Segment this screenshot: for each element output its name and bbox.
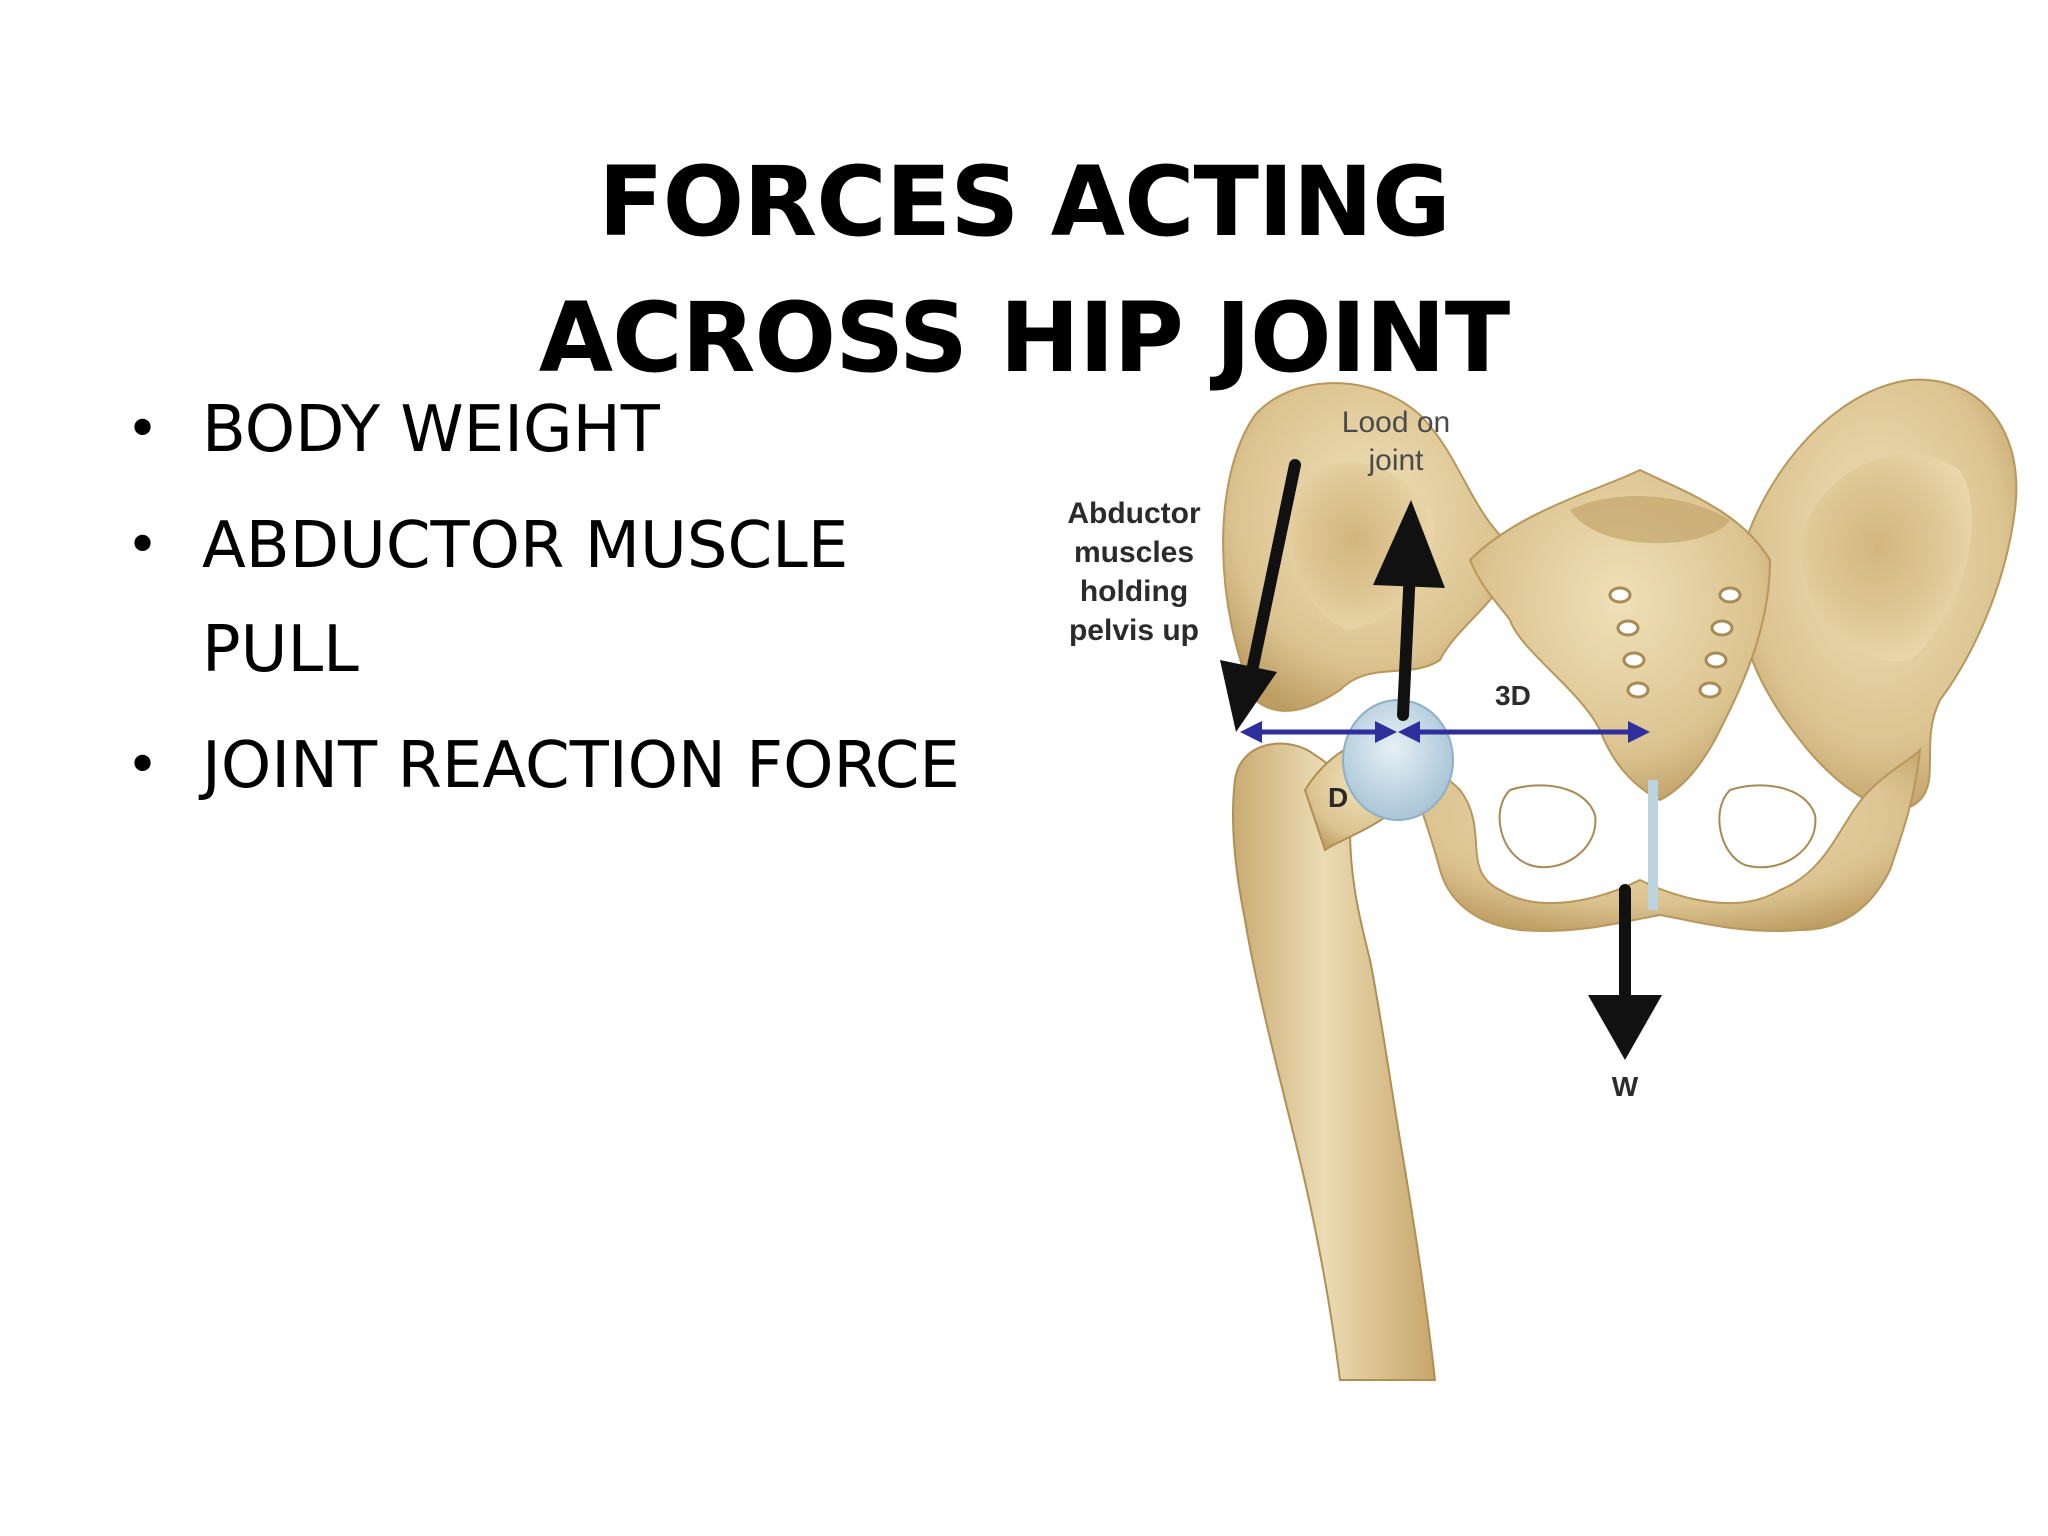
sacrum [1468,468,1772,802]
distance-3d-arrow [1398,721,1650,743]
bullet-text-continued: PULL [202,613,359,687]
abductor-force-arrow [1220,459,1301,732]
distance-d-arrow [1240,721,1397,743]
label-d: D [1328,782,1348,813]
bullet-dot: • [126,513,160,578]
bullet-text: BODY WEIGHT [202,393,660,467]
bullet-item-abductor-muscle-pull: • ABDUCTOR MUSCLE PULL [120,494,1020,702]
slide-title: FORCES ACTING ACROSS HIP JOINT [0,134,2048,406]
joint-load-arrow [1373,500,1445,721]
label-abductor-1: Abductor [1067,497,1201,530]
hip-joint-diagram: Lood on joint Abductor muscles holding p… [1040,360,2040,1390]
pubic-symphysis [1648,780,1658,910]
label-3d: 3D [1495,680,1531,711]
label-abductor-4: pelvis up [1069,614,1199,647]
label-abductor-2: muscles [1074,536,1194,569]
lower-pelvis [1398,736,1922,932]
label-abductor-3: holding [1080,575,1188,608]
bullet-dot: • [126,397,160,462]
bullet-text: JOINT REACTION FORCE [202,729,960,803]
bullet-item-joint-reaction-force: • JOINT REACTION FORCE [120,714,1020,818]
title-line-2: ACROSS HIP JOINT [538,282,1510,395]
label-w: W [1612,1071,1639,1102]
label-load-on-joint-1: Lood on [1342,406,1450,439]
hip-joint-illustration: Lood on joint Abductor muscles holding p… [1067,378,2018,1381]
bullet-item-body-weight: • BODY WEIGHT [120,378,1020,482]
title-line-1: FORCES ACTING [598,146,1451,259]
body-weight-arrow [1588,884,1662,1060]
bullet-text: ABDUCTOR MUSCLE [202,509,849,583]
bullet-dot: • [126,733,160,798]
bullet-list: • BODY WEIGHT • ABDUCTOR MUSCLE PULL • J… [120,378,1020,830]
label-load-on-joint-2: joint [1367,444,1424,477]
